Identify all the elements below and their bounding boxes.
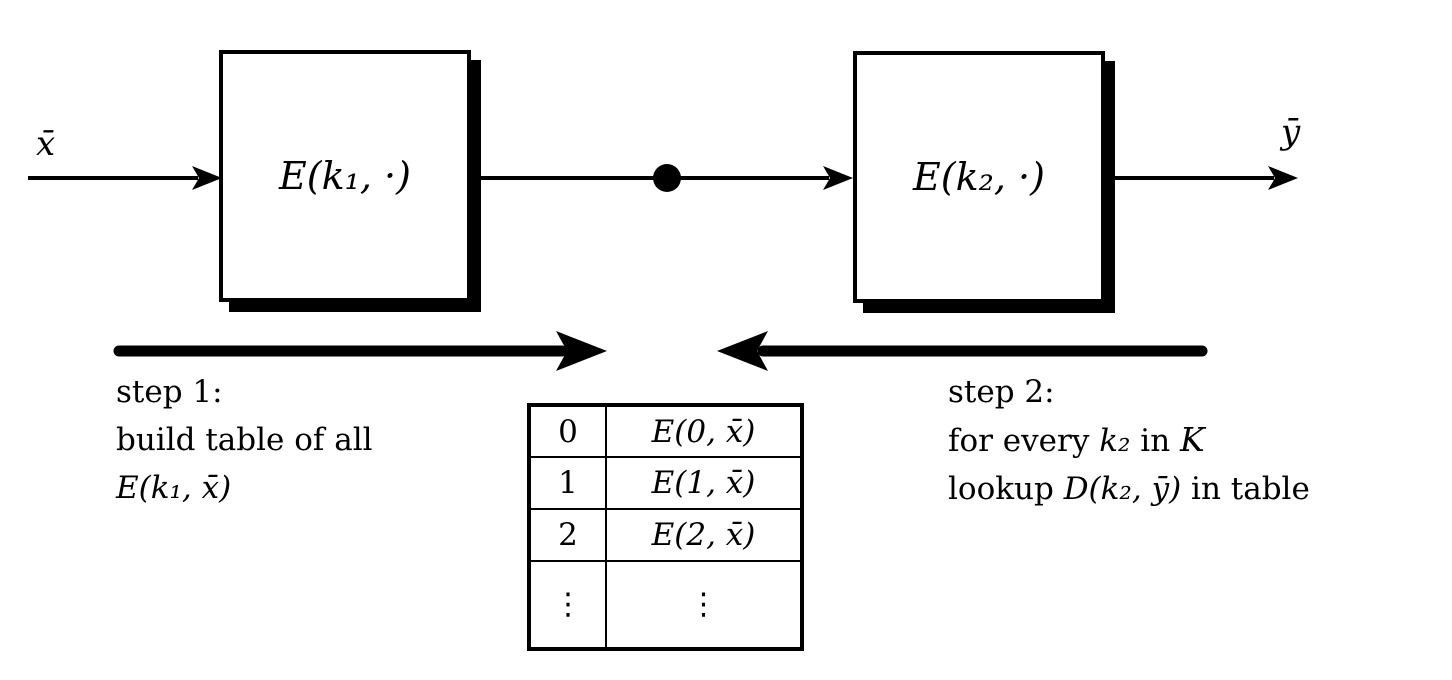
step2-caption: step 2: for every k₂ in K lookup D(k₂, ȳ… [948, 368, 1310, 513]
key2-symbol: k₂ [1099, 423, 1131, 459]
step2-line2: for every k₂ in K [948, 420, 1205, 459]
keyspace-symbol: K [1180, 420, 1205, 459]
output-label: ȳ [1281, 112, 1301, 152]
lookup-table: 0 E(0, x̄) 1 E(1, x̄) 2 E(2, x̄) ⋮ ⋮ [527, 403, 804, 651]
table-row: 1 E(1, x̄) [528, 456, 803, 510]
encryption-box-2: E(k₂, ·) [853, 51, 1105, 303]
table-value-cell: E(2, x̄) [605, 508, 803, 562]
input-arrow [28, 166, 222, 190]
middle-connector-arrow [471, 166, 853, 190]
step1-line3: E(k₁, x̄) [116, 470, 232, 506]
junction-dot [653, 164, 681, 192]
step2-arrow [717, 331, 1208, 371]
table-value-cell: E(1, x̄) [605, 456, 803, 510]
decrypt-expression: D(k₂, ȳ) [1063, 471, 1182, 507]
table-row: 0 E(0, x̄) [528, 404, 803, 458]
table-value-cell: ⋮ [605, 560, 803, 650]
table-key-cell: 1 [528, 456, 607, 510]
encryption-box-2-label: E(k₂, ·) [913, 155, 1045, 199]
step1-caption: step 1: build table of all E(k₁, x̄) [116, 368, 373, 512]
table-row-ellipsis: ⋮ ⋮ [528, 560, 803, 650]
input-label: x̄ [36, 124, 56, 164]
encryption-box-1-label: E(k₁, ·) [279, 154, 411, 198]
step1-line2: build table of all [116, 422, 373, 458]
table-key-cell: 0 [528, 404, 607, 458]
table-row: 2 E(2, x̄) [528, 508, 803, 562]
step2-line3: lookup D(k₂, ȳ) in table [948, 471, 1310, 507]
table-key-cell: 2 [528, 508, 607, 562]
table-value-cell: E(0, x̄) [605, 404, 803, 458]
step1-line1: step 1: [116, 374, 223, 410]
step2-line1: step 2: [948, 374, 1055, 410]
table-key-cell: ⋮ [528, 560, 607, 650]
encryption-box-1: E(k₁, ·) [219, 50, 471, 302]
step1-arrow [113, 331, 607, 371]
output-arrow [1104, 166, 1298, 190]
